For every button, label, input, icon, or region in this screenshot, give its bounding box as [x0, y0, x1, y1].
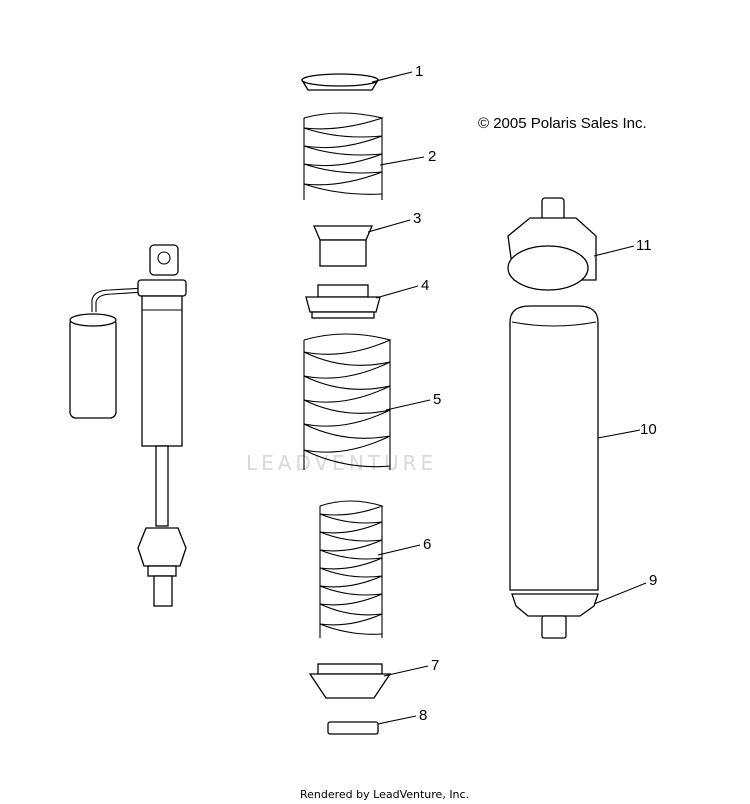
lower-bumper: [137, 527, 187, 567]
shock-body: [141, 295, 183, 447]
callout-10: 10: [640, 421, 657, 438]
part-2-spring: [303, 112, 385, 200]
shock-shaft: [155, 445, 169, 527]
part-11-boot-cap: [507, 197, 597, 291]
callout-5: 5: [433, 391, 441, 408]
part-4-spring-seat: [305, 284, 381, 319]
part-7-lower-seat: [308, 663, 392, 699]
callout-11: 11: [636, 237, 652, 254]
part-8-ring: [327, 721, 379, 735]
callout-2: 2: [428, 148, 436, 165]
callout-3: 3: [413, 210, 421, 227]
part-6-spring: [319, 500, 384, 638]
callout-6: 6: [423, 536, 431, 553]
part-9-bottom-seat: [511, 593, 599, 639]
callout-8: 8: [419, 707, 427, 724]
callout-4: 4: [421, 277, 429, 294]
callout-7: 7: [431, 657, 439, 674]
reservoir-hose: [91, 287, 146, 312]
copyright-text: © 2005 Polaris Sales Inc.: [478, 115, 647, 132]
top-eyelet: [149, 244, 179, 276]
callout-9: 9: [649, 572, 657, 589]
callout-1: 1: [415, 63, 423, 80]
part-5-spring: [303, 333, 392, 470]
part-10-boot: [509, 305, 599, 591]
reservoir: [69, 317, 117, 419]
assembled-shock: [69, 244, 187, 607]
part-3-collar: [313, 225, 373, 267]
part-1-top-cap: [300, 73, 380, 91]
footer-credit: Rendered by LeadVenture, Inc.: [300, 788, 469, 801]
